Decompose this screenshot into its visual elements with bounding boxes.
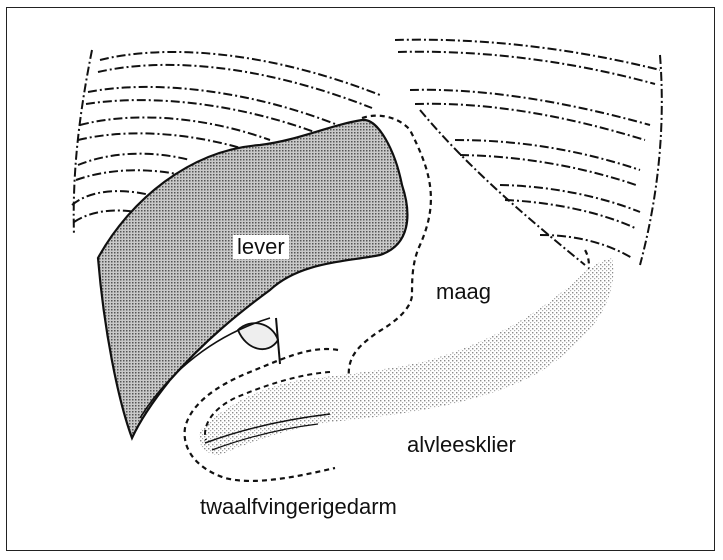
label-duodenum: twaalfvingerigedarm (200, 496, 397, 518)
rib-right-2b (415, 104, 645, 140)
rib-right-4b (505, 200, 635, 228)
label-pancreas: alvleesklier (407, 434, 516, 456)
rib-left-2 (88, 87, 350, 130)
rib-left-1 (100, 52, 380, 95)
costal-arch-right (420, 110, 585, 265)
spine-right (640, 55, 662, 265)
rib-left-3 (80, 117, 270, 140)
rib-right-1b (398, 52, 655, 84)
spine-left (74, 50, 92, 235)
rib-left-4 (78, 154, 190, 165)
rib-right-1 (395, 40, 660, 70)
rib-right-4 (500, 185, 640, 212)
ribcage-right (395, 40, 662, 265)
rib-left-4b (76, 170, 182, 180)
label-liver: lever (233, 235, 289, 259)
rib-right-3b (460, 155, 636, 185)
label-stomach: maag (436, 281, 491, 303)
rib-right-2 (410, 90, 650, 125)
